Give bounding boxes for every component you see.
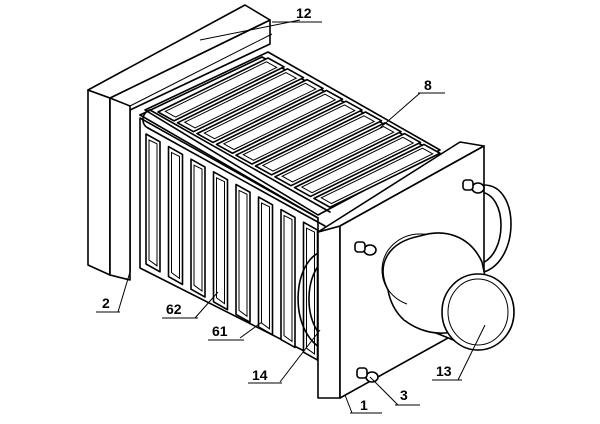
tie-rod-top <box>142 109 331 227</box>
front-cell-inner <box>216 177 225 305</box>
front-cell-outer <box>235 183 251 324</box>
front-cell-outer <box>190 158 206 298</box>
rear-plate-outer-side <box>87 89 111 276</box>
top-cell-outer <box>293 132 422 198</box>
top-cell-inner <box>320 147 434 205</box>
ref-label-61: 61 <box>212 323 228 339</box>
top-cell-outer <box>313 143 441 209</box>
top-cell-outer <box>176 68 305 133</box>
front-cell-inner <box>261 202 270 330</box>
front-cell-outer <box>212 171 229 311</box>
rear-plate-outer-top <box>87 4 271 99</box>
top-cell-outer <box>254 111 383 176</box>
top-cell-inner <box>300 136 415 194</box>
front-cell-outer <box>167 145 184 286</box>
front-cell-inner <box>306 227 315 356</box>
bolt-top-right <box>462 179 485 194</box>
ref-label-2: 2 <box>102 295 110 311</box>
rear-plate-inner-edge <box>109 97 131 281</box>
ref-label-14: 14 <box>252 367 268 383</box>
ref-label-13: 13 <box>436 363 452 379</box>
front-cell-outer <box>280 208 296 349</box>
ref-label-3: 3 <box>400 387 408 403</box>
top-cell-inner <box>164 61 278 118</box>
top-cell-inner <box>183 71 298 129</box>
front-cell-inner <box>283 214 293 343</box>
end-plate-side <box>317 225 341 399</box>
bolt-top-left <box>354 241 377 256</box>
top-cell-outer <box>157 57 285 122</box>
leader-lines <box>96 19 486 414</box>
ref-label-8: 8 <box>424 77 432 93</box>
rear-plate-assembly <box>87 4 273 281</box>
top-cell-inner <box>222 93 337 151</box>
top-cell-array <box>157 57 441 209</box>
top-cell-outer <box>274 122 402 187</box>
ref-label-1: 1 <box>360 397 368 413</box>
ref-label-62: 62 <box>166 301 182 317</box>
top-cell-inner <box>203 82 317 140</box>
bolt-bottom-left <box>356 367 379 383</box>
top-cell-inner <box>281 125 395 183</box>
top-cell-inner <box>261 115 376 172</box>
top-cell-outer <box>215 89 344 155</box>
top-cell-outer <box>235 100 363 165</box>
front-cell-inner <box>148 139 158 267</box>
top-cell-outer <box>196 78 324 144</box>
front-cell-outer <box>257 196 274 336</box>
strap-right <box>479 184 512 273</box>
front-cell-inner <box>238 189 248 318</box>
front-cell-inner <box>193 164 203 293</box>
cylinder-housing <box>381 232 515 351</box>
front-cell-outer <box>145 133 161 273</box>
ref-label-12: 12 <box>296 5 312 21</box>
top-cell-inner <box>242 104 356 161</box>
front-cell-inner <box>171 151 180 280</box>
